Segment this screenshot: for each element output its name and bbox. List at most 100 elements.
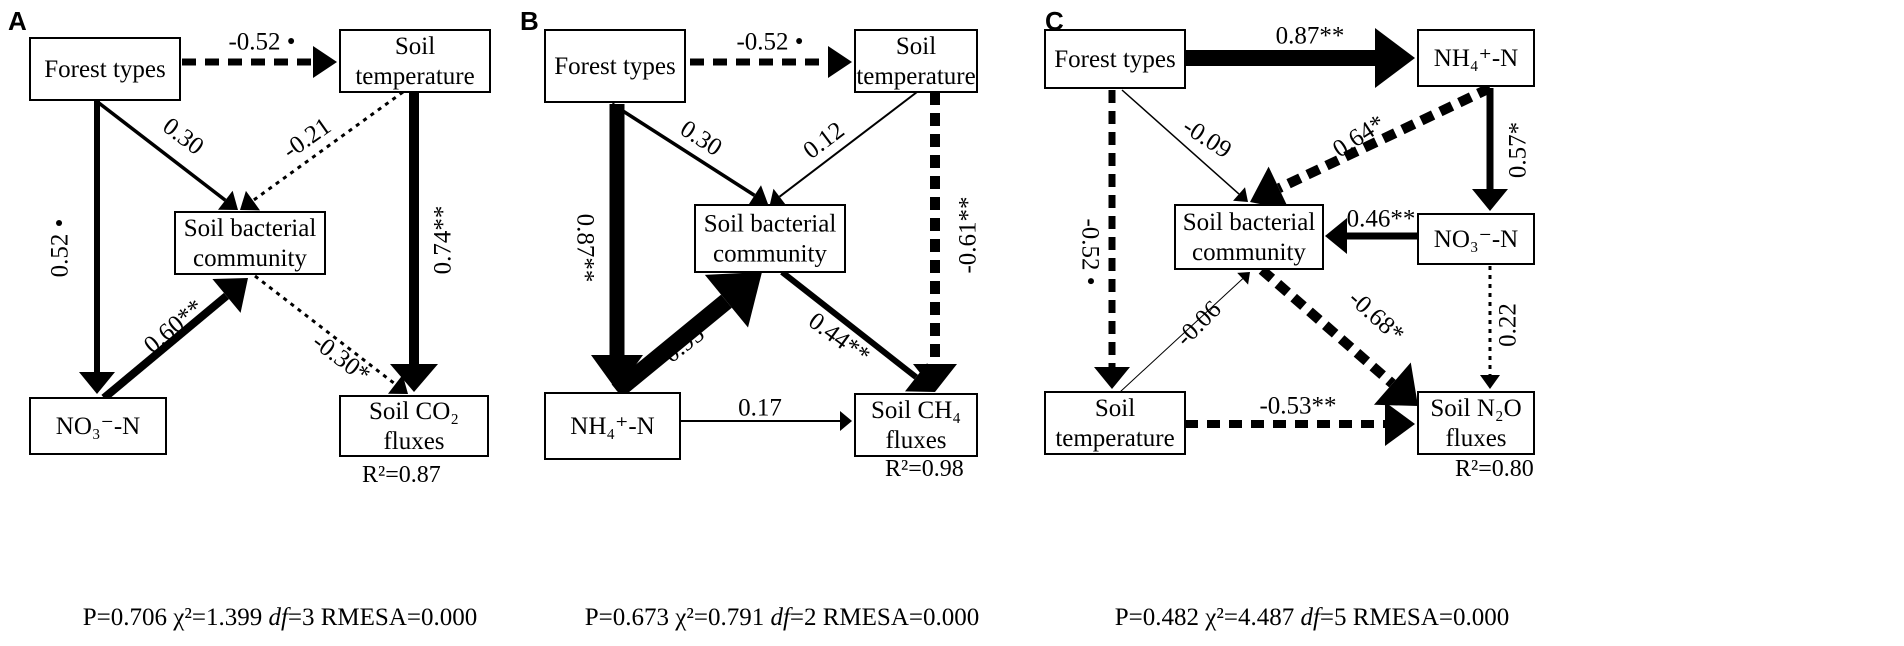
fit-df-rmsea: =5 RMESA=0.000 xyxy=(1320,604,1509,631)
node-box xyxy=(694,204,846,273)
edge-soiltemp-to-flux: 0.74** xyxy=(390,92,457,392)
node-box xyxy=(29,397,167,455)
path-coefficient: -0.06 xyxy=(1171,296,1227,352)
path-coefficient: 0.57* xyxy=(1505,122,1532,178)
path-coefficient: 0.52 • xyxy=(47,219,74,278)
edge-nutrient-to-flux: 0.17 xyxy=(680,395,852,431)
edge-line xyxy=(1121,89,1240,195)
edge-line xyxy=(611,294,732,398)
path-coefficient: -0.53** xyxy=(1259,393,1336,420)
fit-p-chi: P=0.706 χ²=1.399 xyxy=(83,604,269,631)
edge-soiltemp-to-bact: -0.21 xyxy=(240,90,404,211)
node-box xyxy=(339,29,491,93)
edge-soiltemp-to-flux: -0.53** xyxy=(1185,393,1415,446)
node-label: Soil bacterial xyxy=(704,211,837,238)
model-fit-stats: P=0.482 χ²=4.487 df=5 RMESA=0.000 xyxy=(1115,604,1510,631)
edge-line xyxy=(93,98,227,202)
path-coefficient: 0.30 xyxy=(675,115,726,161)
path-coefficient: -0.52 • xyxy=(228,29,295,56)
path-coefficient: 0.17 xyxy=(738,395,782,422)
model-fit-stats: P=0.706 χ²=1.399 df=3 RMESA=0.000 xyxy=(83,604,478,631)
edge-soiltemp-to-bact: 0.12 xyxy=(770,91,918,205)
panel-letter: C xyxy=(1045,6,1064,36)
edge-nh4-to-bact: 0.64* xyxy=(1250,83,1493,210)
arrowhead xyxy=(1233,187,1248,202)
edge-forest-to-soiltemp: -0.52 • xyxy=(690,29,852,78)
arrowhead xyxy=(390,364,438,392)
path-coefficient: -0.52 • xyxy=(1076,218,1103,285)
fit-df-label: df xyxy=(268,604,291,631)
arrowhead xyxy=(591,355,643,391)
node-nutrient: NO₃⁻-N xyxy=(29,397,167,455)
edge-line xyxy=(778,91,918,198)
edge-soiltemp-to-flux: -0.61** xyxy=(913,92,982,392)
node-label: community xyxy=(713,241,827,268)
node-label: community xyxy=(193,245,307,272)
node-flux: Soil CO₂ fluxes xyxy=(339,395,489,457)
arrowhead xyxy=(840,411,852,431)
node-label: Soil CO₂ xyxy=(369,398,459,425)
arrowhead xyxy=(212,278,248,313)
arrowhead xyxy=(1094,367,1130,389)
node-box xyxy=(854,393,978,457)
node-label: fluxes xyxy=(383,428,444,455)
node-label: Soil bacterial xyxy=(1183,209,1316,236)
node-label: Forest types xyxy=(44,56,166,83)
node-forest: Forest types xyxy=(544,29,686,103)
edge-forest-to-bact: 0.30 xyxy=(93,98,238,210)
path-coefficient: -0.09 xyxy=(1178,113,1236,164)
path-coefficient: -0.52 • xyxy=(736,29,803,56)
edge-forest-to-bact: 0.30 xyxy=(611,102,768,206)
arrowhead xyxy=(1480,375,1500,389)
panel-a: A-0.52 •0.30-0.210.52 •0.74**0.60**-0.30… xyxy=(8,6,491,631)
arrowhead xyxy=(1237,272,1250,285)
node-label: fluxes xyxy=(885,427,946,454)
node-label: Soil N₂O xyxy=(1430,395,1521,422)
node-box xyxy=(854,29,978,93)
edge-nh4-to-no3: 0.57* xyxy=(1472,88,1532,211)
node-forest: Forest types xyxy=(1044,29,1186,89)
arrowhead xyxy=(79,372,115,394)
edge-forest-to-nh4: 0.87** xyxy=(1185,23,1415,88)
path-coefficient: -0.68* xyxy=(1343,285,1409,348)
node-label: NH₄⁺-N xyxy=(1434,45,1518,72)
node-box xyxy=(1417,213,1535,265)
arrowhead xyxy=(704,272,762,328)
edge-line xyxy=(254,274,397,386)
arrowhead xyxy=(905,363,935,392)
path-coefficient: 0.87** xyxy=(1276,23,1345,50)
arrowhead xyxy=(313,46,337,78)
node-bact: Soil bacterial community xyxy=(174,211,326,275)
edge-line xyxy=(101,292,230,402)
node-label: Soil xyxy=(896,33,936,60)
path-coefficient: 0.95** xyxy=(659,305,730,369)
edge-forest-to-soiltemp: -0.52 • xyxy=(1076,90,1130,389)
arrowhead xyxy=(1385,402,1415,446)
node-label: temperature xyxy=(1055,425,1174,452)
arrowhead xyxy=(770,188,786,205)
edge-bact-to-flux: 0.44** xyxy=(780,269,935,392)
edge-forest-to-nutrient: 0.87** xyxy=(571,104,643,391)
panel-letter: B xyxy=(520,6,539,36)
node-label: NH₄⁺-N xyxy=(570,413,654,440)
arrowhead xyxy=(1375,28,1415,88)
edge-nutrient-to-bact: 0.95** xyxy=(611,272,762,398)
edge-line xyxy=(1258,266,1396,388)
edge-forest-to-nutrient: 0.52 • xyxy=(47,100,115,394)
edge-bact-to-flux: -0.68* xyxy=(1258,266,1418,406)
node-bact: Soil bacterial community xyxy=(694,204,846,273)
node-label: Soil bacterial xyxy=(184,215,317,242)
node-box xyxy=(544,392,681,460)
model-fit-stats: P=0.673 χ²=0.791 df=2 RMESA=0.000 xyxy=(585,604,980,631)
node-box xyxy=(1417,391,1535,455)
node-box xyxy=(1174,204,1324,270)
arrowhead xyxy=(1373,362,1418,406)
node-forest: Forest types xyxy=(29,37,181,101)
fit-df-rmsea: =2 RMESA=0.000 xyxy=(790,604,979,631)
node-box xyxy=(1044,391,1186,455)
arrowhead xyxy=(240,190,260,211)
panel-b: B -0.52 • 0.30 0.12 0.87** -0.61** 0.95** 0.44*… xyxy=(520,6,982,631)
path-coefficient: 0.74** xyxy=(430,206,457,275)
